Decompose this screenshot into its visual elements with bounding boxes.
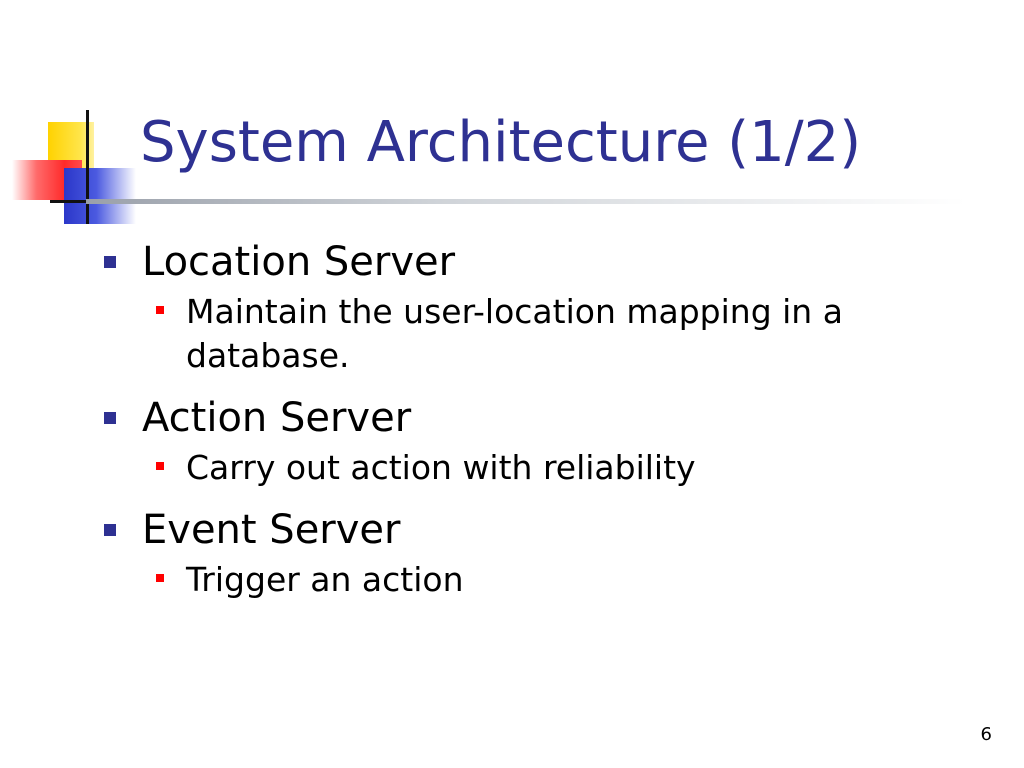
bullet-level1: Event Server — [104, 504, 964, 556]
list-item: Location Server Maintain the user-locati… — [104, 236, 964, 378]
slide-content: Location Server Maintain the user-locati… — [104, 236, 964, 616]
title-underline-rule — [86, 199, 966, 204]
logo-blue-square — [64, 168, 136, 224]
slide-title: System Architecture (1/2) — [140, 110, 862, 175]
bullet-text: Action Server — [142, 395, 412, 441]
bullet-level2: Maintain the user-location mapping in a … — [156, 290, 964, 378]
square-bullet-icon — [104, 256, 116, 268]
list-item: Action Server Carry out action with reli… — [104, 392, 964, 490]
bullet-level2: Trigger an action — [156, 558, 964, 602]
sub-bullet-text: Trigger an action — [186, 560, 464, 599]
square-bullet-icon — [156, 574, 164, 582]
bullet-level1: Location Server — [104, 236, 964, 288]
slide-logo-decoration — [0, 100, 150, 230]
square-bullet-icon — [156, 462, 164, 470]
square-bullet-icon — [156, 306, 164, 314]
bullet-text: Event Server — [142, 507, 401, 553]
bullet-text: Location Server — [142, 239, 456, 285]
logo-vertical-line — [86, 110, 89, 224]
square-bullet-icon — [104, 524, 116, 536]
sub-bullet-text: Carry out action with reliability — [186, 448, 696, 487]
list-item: Event Server Trigger an action — [104, 504, 964, 602]
bullet-level2: Carry out action with reliability — [156, 446, 964, 490]
bullet-level1: Action Server — [104, 392, 964, 444]
sub-bullet-text: Maintain the user-location mapping in a … — [186, 292, 843, 375]
page-number: 6 — [980, 724, 992, 745]
square-bullet-icon — [104, 412, 116, 424]
